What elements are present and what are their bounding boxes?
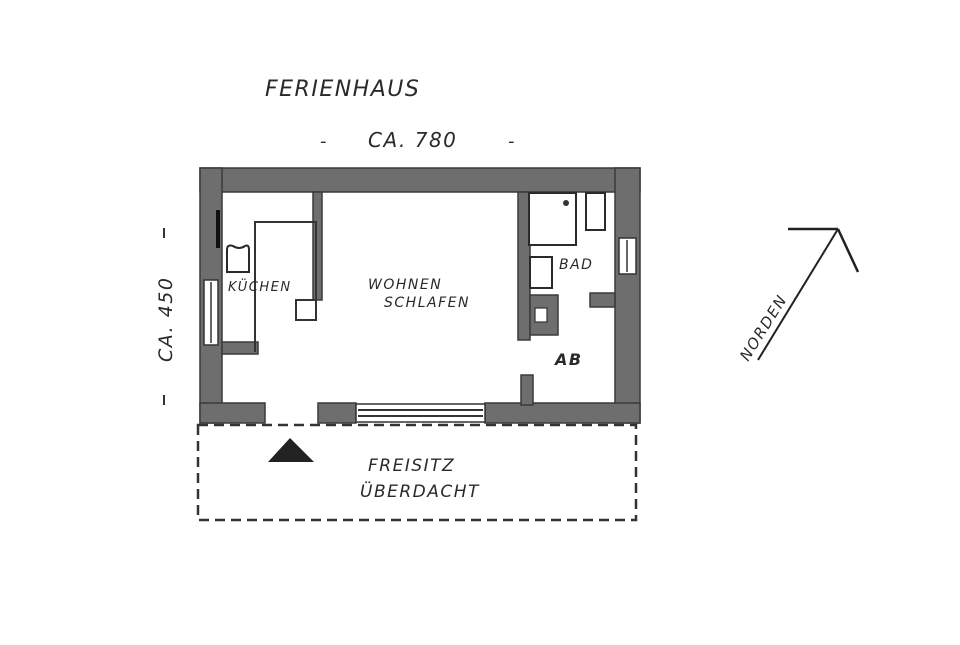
wall-east bbox=[614, 167, 641, 424]
wall-north bbox=[199, 167, 641, 193]
room-label-ab: AB bbox=[553, 350, 583, 369]
west-window bbox=[203, 279, 219, 346]
south-window bbox=[355, 403, 486, 423]
terrace-label-1: FREISITZ bbox=[368, 456, 455, 476]
north-arrow: NORDEN bbox=[736, 227, 860, 364]
room-label-living-2: SCHLAFEN bbox=[384, 295, 470, 311]
width-dimension: CA. 780 bbox=[368, 128, 457, 152]
height-dimension-group: CA. 450 bbox=[155, 277, 177, 362]
kitchen-partition bbox=[216, 191, 323, 355]
north-arrow-shaft bbox=[757, 228, 839, 361]
washbasin bbox=[585, 192, 606, 231]
ab-wall-stub bbox=[520, 374, 534, 406]
east-window bbox=[618, 237, 637, 275]
bath-wall-stub bbox=[589, 292, 616, 308]
sink-icon bbox=[226, 244, 250, 273]
kitchen-wall bbox=[312, 191, 323, 301]
room-label-living-1: WOHNEN bbox=[368, 277, 442, 293]
height-dimension: CA. 450 bbox=[155, 277, 177, 362]
room-label-bath: BAD bbox=[559, 257, 593, 273]
kitchen-wall-stub bbox=[221, 341, 259, 355]
bathroom-partition bbox=[517, 191, 616, 406]
kitchen-counter bbox=[254, 221, 317, 352]
shaft-opening bbox=[534, 307, 548, 323]
shower-tray bbox=[528, 192, 577, 246]
north-arrow-leg bbox=[836, 228, 860, 273]
plan-title: FERIENHAUS bbox=[265, 77, 420, 102]
width-dash-left: - bbox=[320, 131, 328, 152]
wall-south-mid bbox=[317, 402, 357, 424]
wall-south-right bbox=[484, 402, 641, 424]
entrance-triangle-icon bbox=[268, 438, 314, 462]
north-arrow-label: NORDEN bbox=[736, 291, 791, 364]
toilet bbox=[529, 256, 553, 289]
terrace-label-2: ÜBERDACHT bbox=[360, 480, 480, 502]
wall-south-left bbox=[199, 402, 266, 424]
width-dash-right: - bbox=[508, 131, 516, 152]
room-label-kitchen: KÜCHEN bbox=[228, 278, 292, 295]
shower-drain-icon bbox=[563, 200, 569, 206]
terrace-outline bbox=[196, 423, 638, 522]
